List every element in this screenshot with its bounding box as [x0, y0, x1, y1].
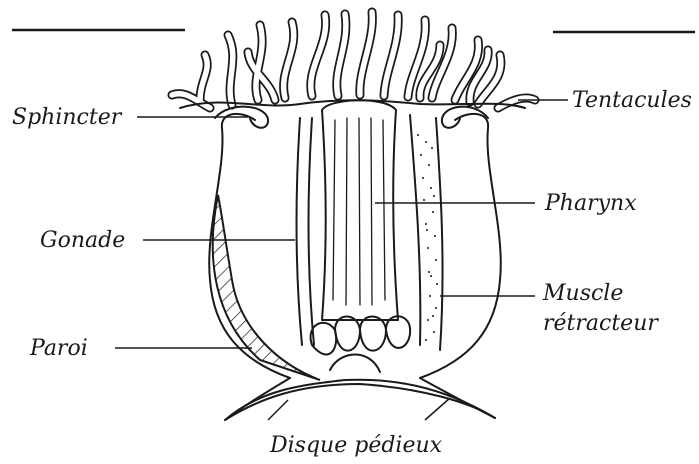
pedal-flare-left [225, 378, 290, 420]
label-tentacules: Tentacules [572, 88, 692, 113]
label-sphincter: Sphincter [12, 105, 123, 130]
tentacles [172, 12, 535, 108]
sphincter-fold-right [442, 107, 488, 128]
pedal-disc [225, 380, 495, 420]
pharynx-folds [333, 118, 385, 305]
pedal-flare-right [420, 378, 495, 418]
label-disque-pedieux: Disque pédieux [269, 433, 443, 458]
mesentery-lobes [311, 316, 411, 372]
paroi-wall [213, 195, 320, 380]
gonade-tube [297, 118, 315, 345]
label-retracteur: rétracteur [543, 311, 659, 336]
leader-disque-right [425, 398, 450, 420]
label-paroi: Paroi [29, 336, 88, 361]
leader-disque-left [268, 400, 288, 420]
label-gonade: Gonade [40, 228, 125, 253]
retractor-muscle [410, 115, 443, 350]
label-muscle: Muscle [542, 281, 623, 306]
label-pharynx: Pharynx [544, 191, 637, 216]
